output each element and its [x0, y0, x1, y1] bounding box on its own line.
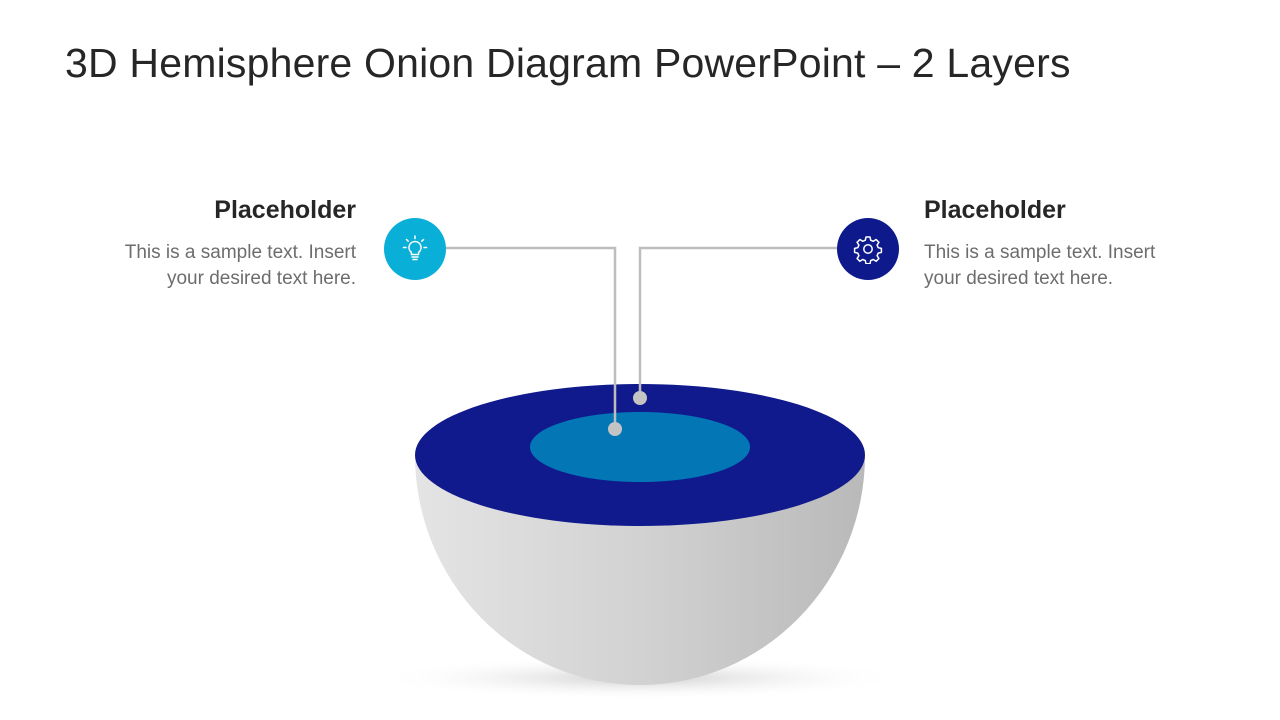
callout-body-left-line1: This is a sample text. Insert	[124, 242, 356, 263]
callout-body-right-line2: your desired text here.	[924, 268, 1114, 289]
lightbulb-icon-badge	[384, 218, 446, 280]
callout-body-right-line1: This is a sample text. Insert	[924, 242, 1156, 263]
gear-icon-badge	[837, 218, 899, 280]
connector-dot-inner	[608, 422, 622, 436]
connector-line-right	[638, 246, 837, 398]
slide-title: 3D Hemisphere Onion Diagram PowerPoint –…	[65, 40, 1071, 86]
callout-body-left-line2: your desired text here.	[166, 268, 356, 289]
callout-body-left: This is a sample text. Insert your desir…	[76, 240, 356, 292]
callout-heading-right: Placeholder	[924, 196, 1066, 224]
callout-body-right: This is a sample text. Insert your desir…	[924, 240, 1204, 292]
connector-dot-outer	[633, 391, 647, 405]
callout-heading-left: Placeholder	[214, 196, 356, 224]
inner-layer	[530, 412, 750, 482]
lightbulb-icon	[402, 235, 428, 261]
gear-icon	[853, 236, 883, 264]
connector-line-left	[446, 246, 617, 429]
